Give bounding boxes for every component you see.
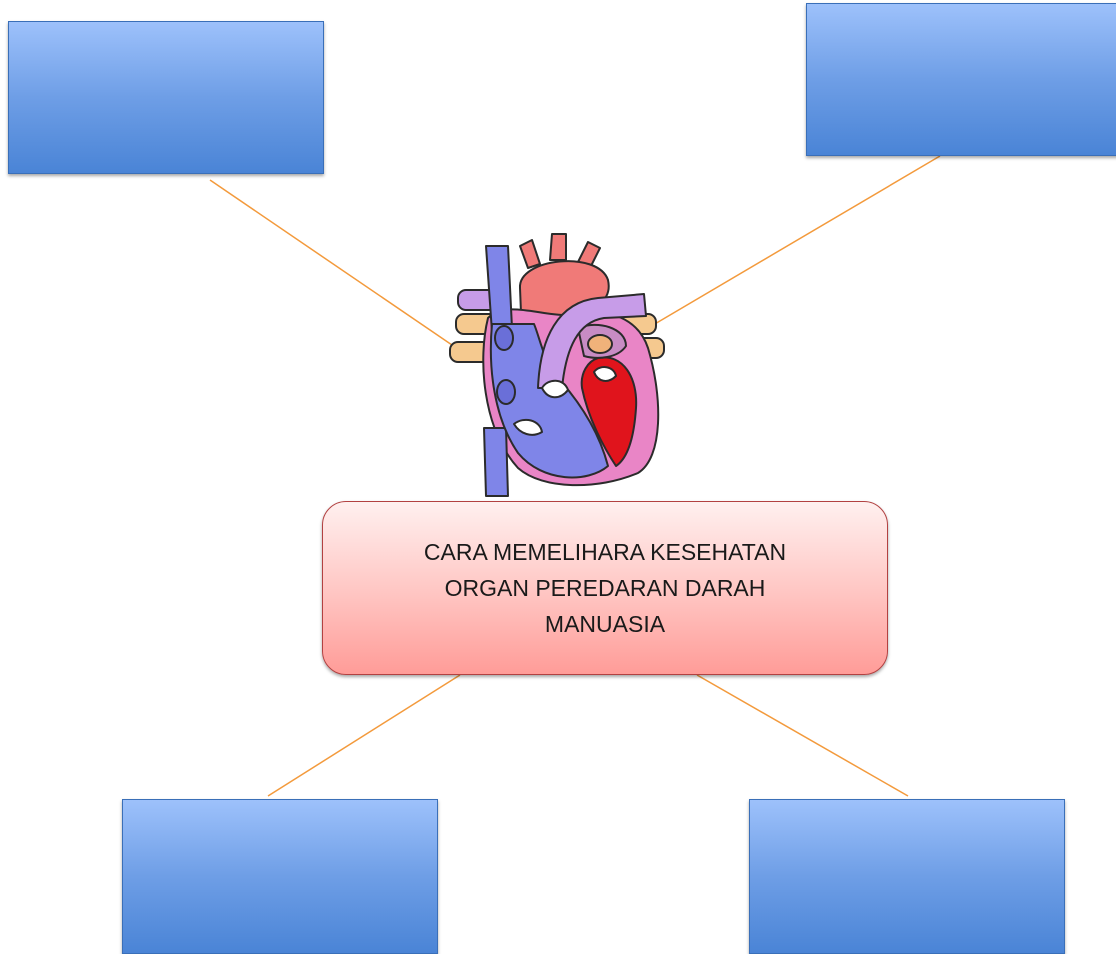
connector-top-right <box>648 156 940 328</box>
blank-box-bottom-left <box>122 799 438 954</box>
title-line-3: MANUASIA <box>545 606 665 642</box>
connector-top-left <box>210 180 452 345</box>
title-line-2: ORGAN PEREDARAN DARAH <box>445 570 766 606</box>
title-box: CARA MEMELIHARA KESEHATAN ORGAN PEREDARA… <box>322 501 888 675</box>
blank-box-top-right <box>806 3 1116 156</box>
blank-box-bottom-right <box>749 799 1065 954</box>
heart-illustration <box>448 228 673 503</box>
title-line-1: CARA MEMELIHARA KESEHATAN <box>424 534 786 570</box>
connector-bottom-right <box>697 675 908 796</box>
connector-bottom-left <box>268 675 460 796</box>
blank-box-top-left <box>8 21 324 174</box>
